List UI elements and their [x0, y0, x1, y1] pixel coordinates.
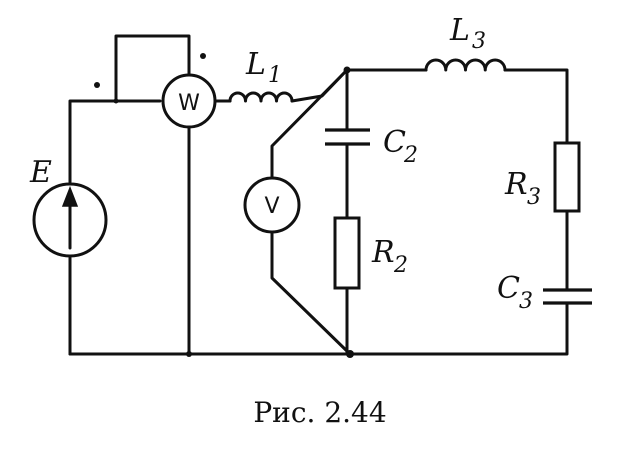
voltmeter-circle	[243, 176, 301, 234]
wire-left-lower	[68, 99, 118, 184]
junction-left-top	[113, 98, 119, 104]
R2-body	[333, 216, 361, 290]
L1-subscript: 1	[268, 63, 282, 88]
C3-label: C	[497, 271, 520, 306]
wire-voltmeter-upper	[270, 68, 349, 180]
capacitor-C2: C 2	[325, 125, 418, 168]
C2-label: C	[383, 125, 406, 160]
junction-wattmeter-bottom	[186, 351, 192, 357]
inductor-L3: L 3	[424, 13, 507, 72]
source-E: E	[29, 155, 108, 258]
voltmeter: V	[243, 176, 301, 234]
polarity-dot-current	[94, 82, 100, 88]
wire-wattmeter-voltage-loop	[114, 34, 191, 103]
R3-body	[553, 141, 581, 213]
junction-dots	[94, 53, 354, 358]
wires	[68, 34, 569, 356]
R2-label: R	[371, 235, 395, 270]
inductor-L3-coil	[424, 58, 507, 72]
resistor-R3: R 3	[504, 141, 581, 213]
capacitor-C3: C 3	[497, 271, 592, 314]
junction-bottom-node	[346, 350, 354, 358]
wattmeter-label: W	[178, 91, 200, 116]
wattmeter-circle	[161, 73, 217, 129]
source-label: E	[29, 155, 52, 190]
inductor-L1-coil	[228, 91, 294, 103]
wattmeter: W	[161, 73, 217, 129]
L3-subscript: 3	[472, 29, 486, 54]
wire-L3-right	[503, 68, 569, 145]
R3-label: R	[504, 167, 528, 202]
polarity-dot-voltage	[200, 53, 206, 59]
inductor-L1: L 1	[228, 47, 294, 103]
wire-C3-bottom	[348, 301, 569, 356]
L3-label: L	[449, 13, 470, 48]
voltmeter-label: V	[264, 194, 279, 219]
R3-subscript: 3	[527, 185, 541, 210]
source-arrow-head-icon	[61, 185, 79, 207]
C2-subscript: 2	[403, 143, 418, 168]
wire-voltmeter-lower	[270, 230, 352, 356]
figure-caption: Рис. 2.44	[253, 396, 386, 429]
L1-label: L	[245, 47, 266, 82]
C3-subscript: 3	[519, 289, 533, 314]
junction-top-node	[343, 66, 351, 74]
resistor-R2: R 2	[333, 216, 408, 290]
R2-subscript: 2	[393, 253, 408, 278]
